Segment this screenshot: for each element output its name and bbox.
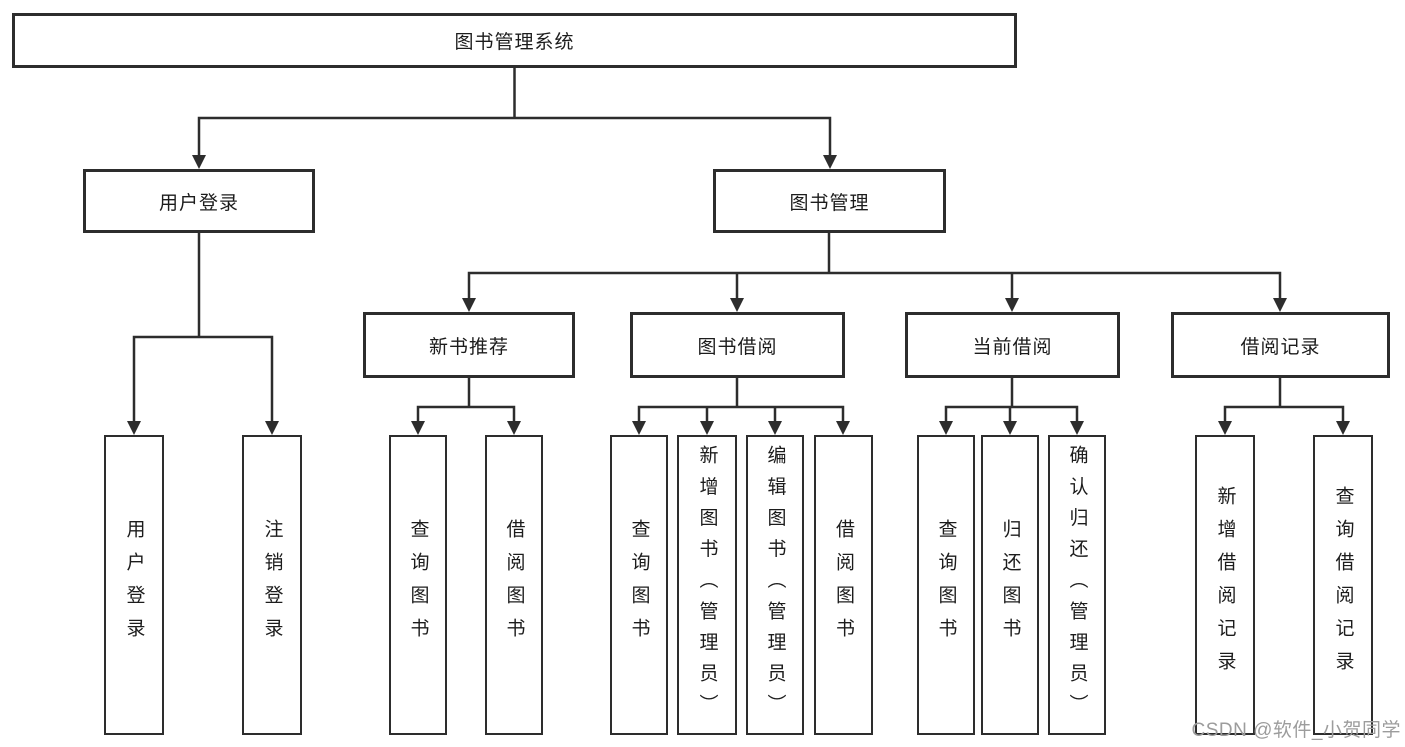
leaf-query-books: 查询图书 — [917, 435, 975, 735]
node-current-borrowing: 当前借阅 — [905, 312, 1120, 378]
node-user-login: 用户登录 — [83, 169, 315, 233]
leaf-user-login: 用户登录 — [104, 435, 164, 735]
leaf-edit-book-admin: 编辑图书（管理员） — [746, 435, 804, 735]
leaf-query-borrow-record: 查询借阅记录 — [1313, 435, 1373, 735]
node-book-management: 图书管理 — [713, 169, 946, 233]
node-book-borrowing: 图书借阅 — [630, 312, 845, 378]
leaf-add-book-admin: 新增图书（管理员） — [677, 435, 737, 735]
leaf-add-borrow-record: 新增借阅记录 — [1195, 435, 1255, 735]
leaf-return-books: 归还图书 — [981, 435, 1039, 735]
leaf-borrow-books: 借阅图书 — [485, 435, 543, 735]
leaf-logout: 注销登录 — [242, 435, 302, 735]
node-borrowing-records: 借阅记录 — [1171, 312, 1390, 378]
leaf-borrow-books: 借阅图书 — [814, 435, 873, 735]
node-new-book-recommendation: 新书推荐 — [363, 312, 575, 378]
csdn-watermark: CSDN @软件_小贺同学 — [1191, 720, 1401, 741]
leaf-query-books: 查询图书 — [610, 435, 668, 735]
leaf-query-books: 查询图书 — [389, 435, 447, 735]
node-library-management-system: 图书管理系统 — [12, 13, 1017, 68]
leaf-confirm-return-admin: 确认归还（管理员） — [1048, 435, 1106, 735]
